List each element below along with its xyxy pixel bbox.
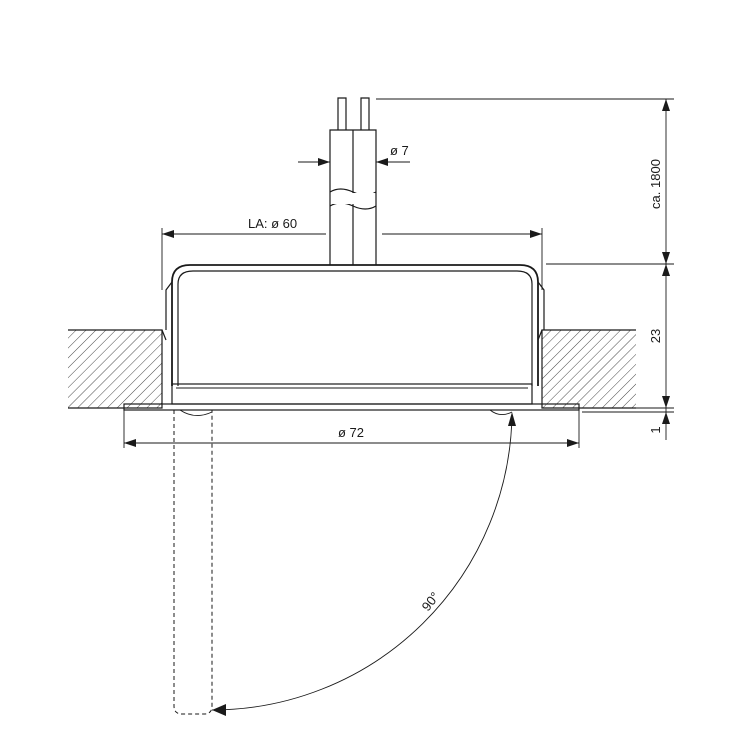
cable <box>329 97 377 265</box>
tilted-position-outline <box>173 409 513 715</box>
cable-diameter-dimension <box>298 158 410 166</box>
flange-thickness-label: 1 <box>648 426 663 433</box>
ceiling-left <box>68 329 163 409</box>
ceiling-right <box>541 329 636 409</box>
cable-diameter-label: ø 7 <box>390 143 409 158</box>
luminaire-housing <box>161 264 545 405</box>
cable-length-label: ca. 1800 <box>648 159 663 209</box>
vertical-dimensions <box>376 98 674 440</box>
tilt-angle-arc <box>211 412 516 716</box>
cut-out-label: LA: ø 60 <box>248 216 297 231</box>
flange-plate <box>123 403 580 411</box>
outer-diameter-label: ø 72 <box>338 425 364 440</box>
tilt-angle-label: 90° <box>419 589 443 614</box>
outer-diameter-dimension <box>123 410 580 448</box>
cut-out-dimension <box>161 228 543 290</box>
height-label: 23 <box>648 329 663 343</box>
